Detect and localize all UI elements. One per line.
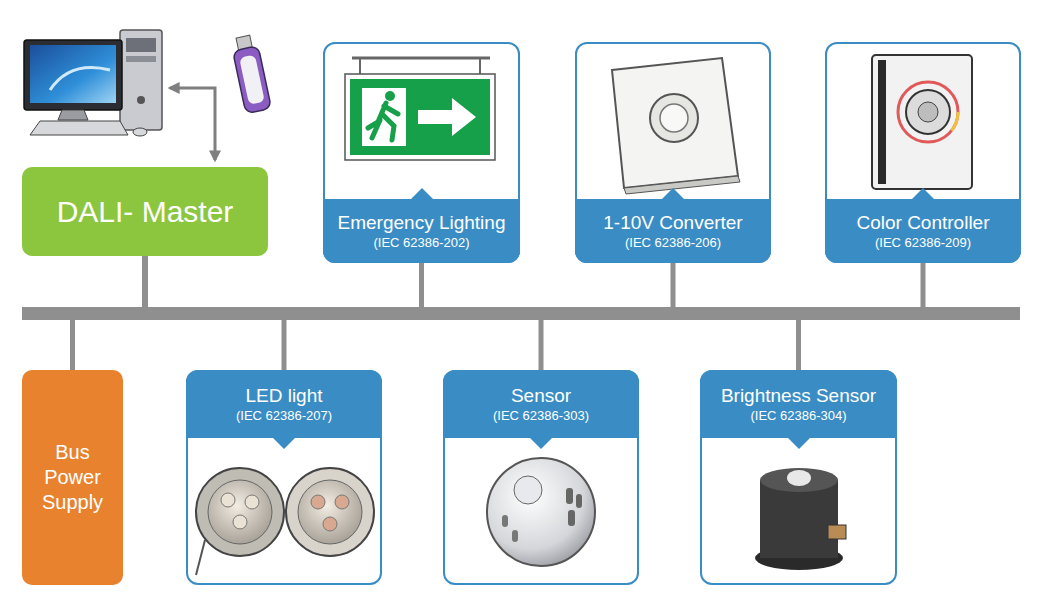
standard-ref: (IEC 62386-206) — [625, 235, 721, 251]
header-band: Emergency Lighting(IEC 62386-202) — [323, 199, 520, 263]
node-title: Bus Power Supply — [28, 440, 117, 515]
color-controller-icon — [872, 55, 972, 189]
node-title: DALI- Master — [57, 193, 234, 231]
device-box: Sensor(IEC 62386-303) — [443, 370, 639, 585]
bus-connector — [145, 256, 923, 313]
device-box: Color Controller(IEC 62386-209) — [825, 42, 1021, 263]
band-pointer — [273, 438, 295, 449]
header-band: LED light(IEC 62386-207) — [186, 370, 382, 438]
node-title: Brightness Sensor — [721, 384, 876, 408]
node-title: Sensor — [511, 384, 571, 408]
converter-panel-icon — [612, 58, 740, 194]
device-box: Brightness Sensor(IEC 62386-304) — [700, 370, 897, 585]
band-pointer — [788, 438, 810, 449]
node-title: Color Controller — [856, 211, 989, 235]
header-band: Sensor(IEC 62386-303) — [443, 370, 639, 438]
device-box: Emergency Lighting(IEC 62386-202) — [323, 42, 520, 263]
bus-connector — [73, 256, 146, 370]
band-pointer — [530, 438, 552, 449]
standard-ref: (IEC 62386-209) — [875, 235, 971, 251]
band-pointer — [662, 188, 684, 199]
emergency-sign-icon — [345, 58, 495, 160]
header-band: 1-10V Converter(IEC 62386-206) — [575, 199, 771, 263]
header-band: Color Controller(IEC 62386-209) — [825, 199, 1021, 263]
band-pointer — [912, 188, 934, 199]
bus-connector — [145, 256, 673, 313]
device-box: 1-10V Converter(IEC 62386-206) — [575, 42, 771, 263]
usb-link-arrow — [170, 88, 215, 160]
led-lamp-icon — [196, 468, 374, 575]
bus-connector — [145, 256, 799, 370]
device-box: LED light(IEC 62386-207) — [186, 370, 382, 585]
master-box: DALI- Master — [22, 167, 268, 256]
bus-connector — [145, 256, 422, 313]
standard-ref: (IEC 62386-304) — [750, 408, 846, 424]
power-supply-box: Bus Power Supply — [22, 370, 123, 585]
brightness-sensor-icon — [755, 468, 846, 570]
node-title: Emergency Lighting — [338, 211, 506, 235]
computer-icon — [24, 30, 162, 136]
standard-ref: (IEC 62386-202) — [373, 235, 469, 251]
band-pointer — [411, 188, 433, 199]
standard-ref: (IEC 62386-303) — [493, 408, 589, 424]
header-band: Brightness Sensor(IEC 62386-304) — [700, 370, 897, 438]
occupancy-sensor-icon — [487, 458, 595, 566]
usb-stick-icon — [230, 34, 271, 114]
node-title: 1-10V Converter — [603, 211, 742, 235]
standard-ref: (IEC 62386-207) — [236, 408, 332, 424]
node-title: LED light — [245, 384, 322, 408]
